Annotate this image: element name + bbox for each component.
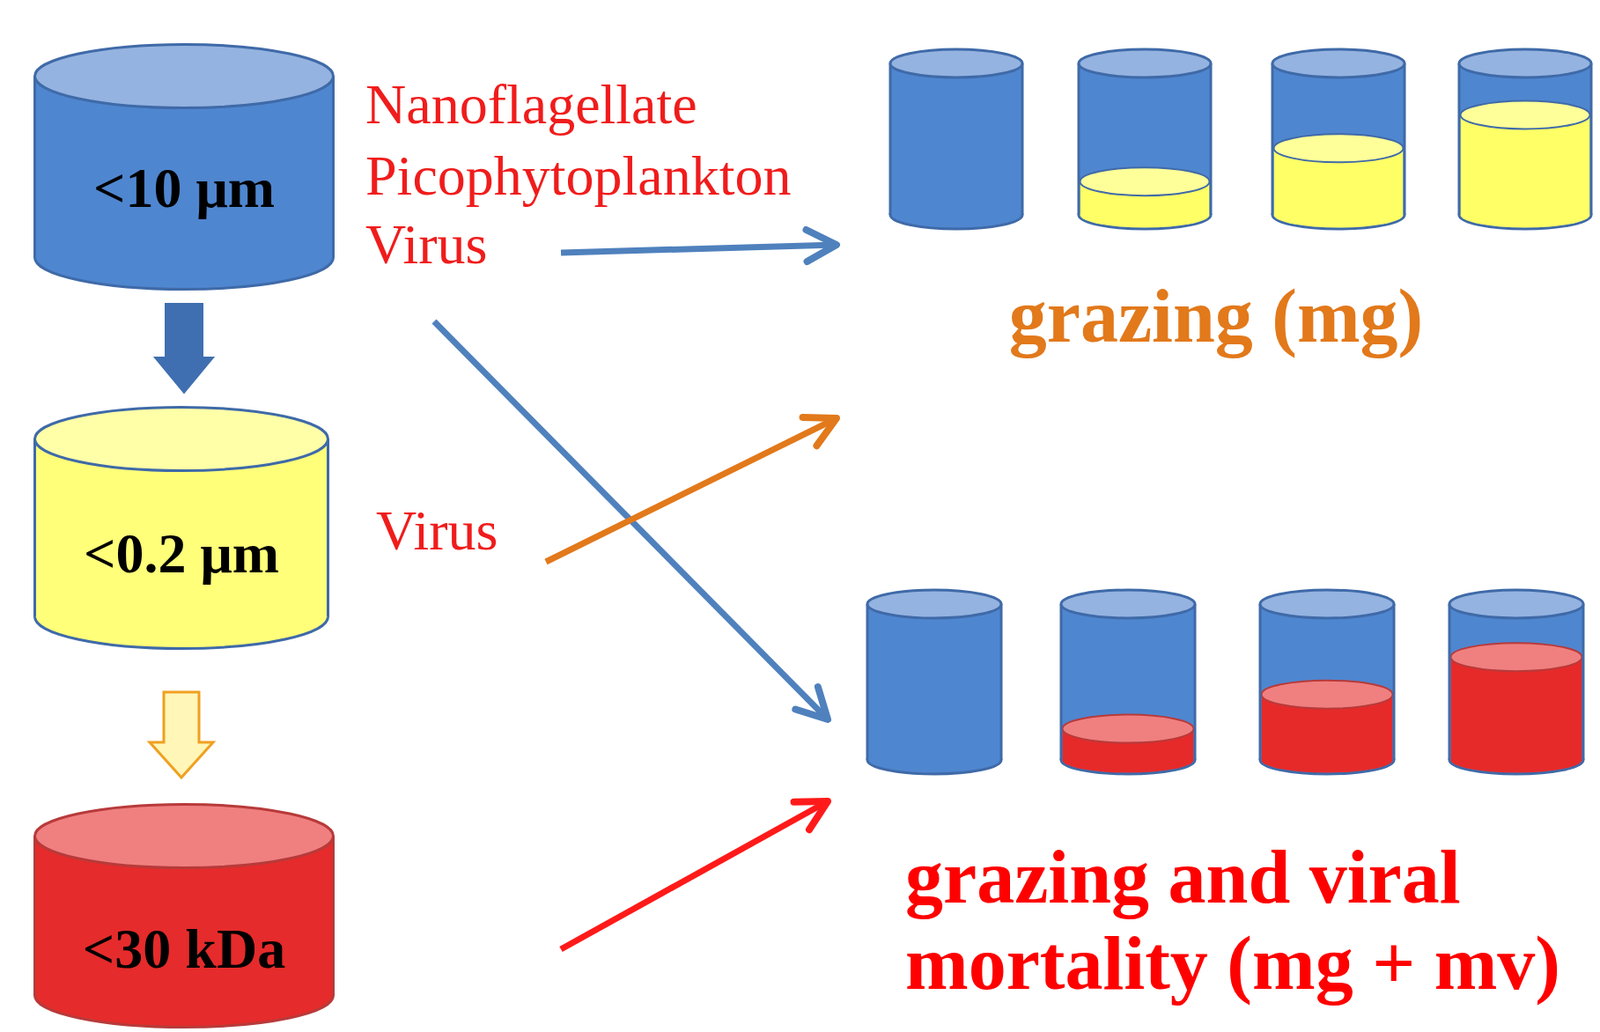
flow-arrow (560, 244, 837, 253)
size-fraction-holder: <0.2 μm (33, 522, 330, 587)
size-fraction: <10 μm (93, 156, 275, 222)
cylinder-shape (33, 803, 335, 1029)
size-fraction: <0.2 μm (83, 522, 280, 587)
filtrate-cylinder: <30 kDa (33, 803, 335, 1029)
organism-label-holder: Virus (376, 500, 498, 562)
treatment-caption: grazing (mg) (1009, 272, 1424, 360)
filtrate-cylinder: <10 μm (33, 43, 335, 291)
treatment-caption: grazing and viral mortality (mg + mv) (905, 833, 1593, 1007)
organism-label-holder: Nanoflagellate (365, 73, 698, 136)
treatment-caption-holder: grazing (mg) (836, 272, 1596, 360)
incubation-group: grazing (mg) (836, 35, 1596, 432)
size-fraction-holder: <30 kDa (33, 917, 335, 982)
organism-label: Virus (376, 500, 498, 562)
incubation-group: grazing and viral mortality (mg + mv) (827, 572, 1596, 1026)
organism-label-holder: Picophytoplankton (365, 145, 792, 207)
size-fraction-holder: <10 μm (33, 156, 335, 222)
organism-label-holder: Virus (365, 213, 487, 276)
organism-label: Picophytoplankton (365, 145, 792, 207)
flow-arrow (560, 801, 828, 950)
size-fraction: <30 kDa (82, 917, 286, 982)
filtrate-cylinder: <0.2 μm (33, 405, 330, 650)
organism-label: Nanoflagellate (365, 73, 698, 136)
block-arrow (149, 692, 214, 778)
organism-label: Virus (365, 213, 487, 276)
treatment-caption-holder: grazing and viral mortality (mg + mv) (905, 833, 1593, 1007)
bottle-row (836, 35, 1596, 432)
block-arrow (154, 303, 214, 393)
flow-arrow (545, 418, 837, 562)
